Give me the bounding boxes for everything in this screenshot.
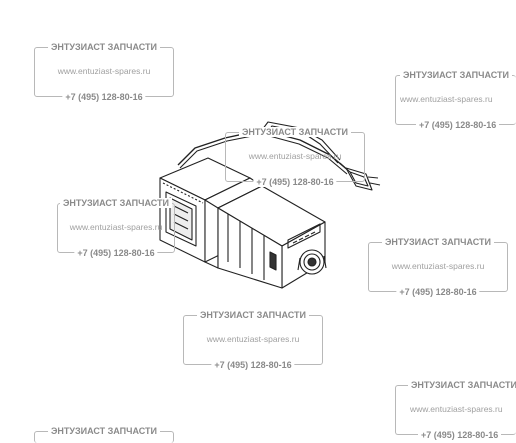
output-flange	[297, 249, 327, 275]
watermark-site: www.entuziast-spares.ru	[69, 222, 163, 232]
watermark-site: www.entuziast-spares.ru	[410, 404, 503, 414]
watermark-phone: +7 (495) 128-80-16	[418, 430, 502, 440]
watermark-brand: ЭНТУЗИАСТ ЗАПЧАСТИ	[400, 70, 512, 80]
watermark-brand: ЭНТУЗИАСТ ЗАПЧАСТИ	[60, 198, 172, 208]
watermark-brand: ЭНТУЗИАСТ ЗАПЧАСТИ	[197, 310, 309, 320]
watermark-brand: ЭНТУЗИАСТ ЗАПЧАСТИ	[48, 42, 160, 52]
watermark-site: www.entuziast-spares.ru	[391, 261, 485, 271]
watermark-brand: ЭНТУЗИАСТ ЗАПЧАСТИ	[239, 127, 351, 137]
watermark-site: www.entuziast-spares.ru	[206, 334, 300, 344]
watermark-stamp: ЭНТУЗИАСТ ЗАПЧАСТИ www.entuziast-spares.…	[57, 198, 175, 258]
watermark-stamp: ЭНТУЗИАСТ ЗАПЧАСТИ www.entuziast-spares.…	[225, 127, 365, 187]
watermark-brand: ЭНТУЗИАСТ ЗАПЧАСТИ	[408, 380, 516, 390]
watermark-site: www.entuziast-spares.ru	[248, 151, 342, 161]
watermark-site: www.entuziast-spares.ru	[57, 66, 151, 76]
watermark-phone: +7 (495) 128-80-16	[396, 287, 480, 297]
watermark-brand: ЭНТУЗИАСТ ЗАПЧАСТИ	[48, 426, 160, 436]
plug	[339, 162, 381, 191]
watermark-site: www.entuziast-spares.ru	[400, 94, 493, 104]
watermark-stamp: ЭНТУЗИАСТ ЗАПЧАСТИ	[34, 426, 174, 443]
watermark-stamp: ЭНТУЗИАСТ ЗАПЧАСТИ www.entuziast-spares.…	[395, 70, 516, 130]
watermark-phone: +7 (495) 128-80-16	[211, 360, 295, 370]
motor-main-body	[217, 185, 326, 289]
watermark-phone: +7 (495) 128-80-16	[74, 248, 158, 258]
watermark-phone: +7 (495) 128-80-16	[416, 120, 500, 130]
watermark-stamp: ЭНТУЗИАСТ ЗАПЧАСТИ www.entuziast-spares.…	[34, 42, 174, 102]
watermark-phone: +7 (495) 128-80-16	[62, 92, 146, 102]
watermark-stamp: ЭНТУЗИАСТ ЗАПЧАСТИ www.entuziast-spares.…	[183, 310, 323, 370]
watermark-stamp: ЭНТУЗИАСТ ЗАПЧАСТИ www.entuziast-spares.…	[395, 380, 516, 440]
watermark-brand: ЭНТУЗИАСТ ЗАПЧАСТИ	[382, 237, 494, 247]
watermark-phone: +7 (495) 128-80-16	[253, 177, 337, 187]
watermark-stamp: ЭНТУЗИАСТ ЗАПЧАСТИ www.entuziast-spares.…	[368, 237, 508, 297]
